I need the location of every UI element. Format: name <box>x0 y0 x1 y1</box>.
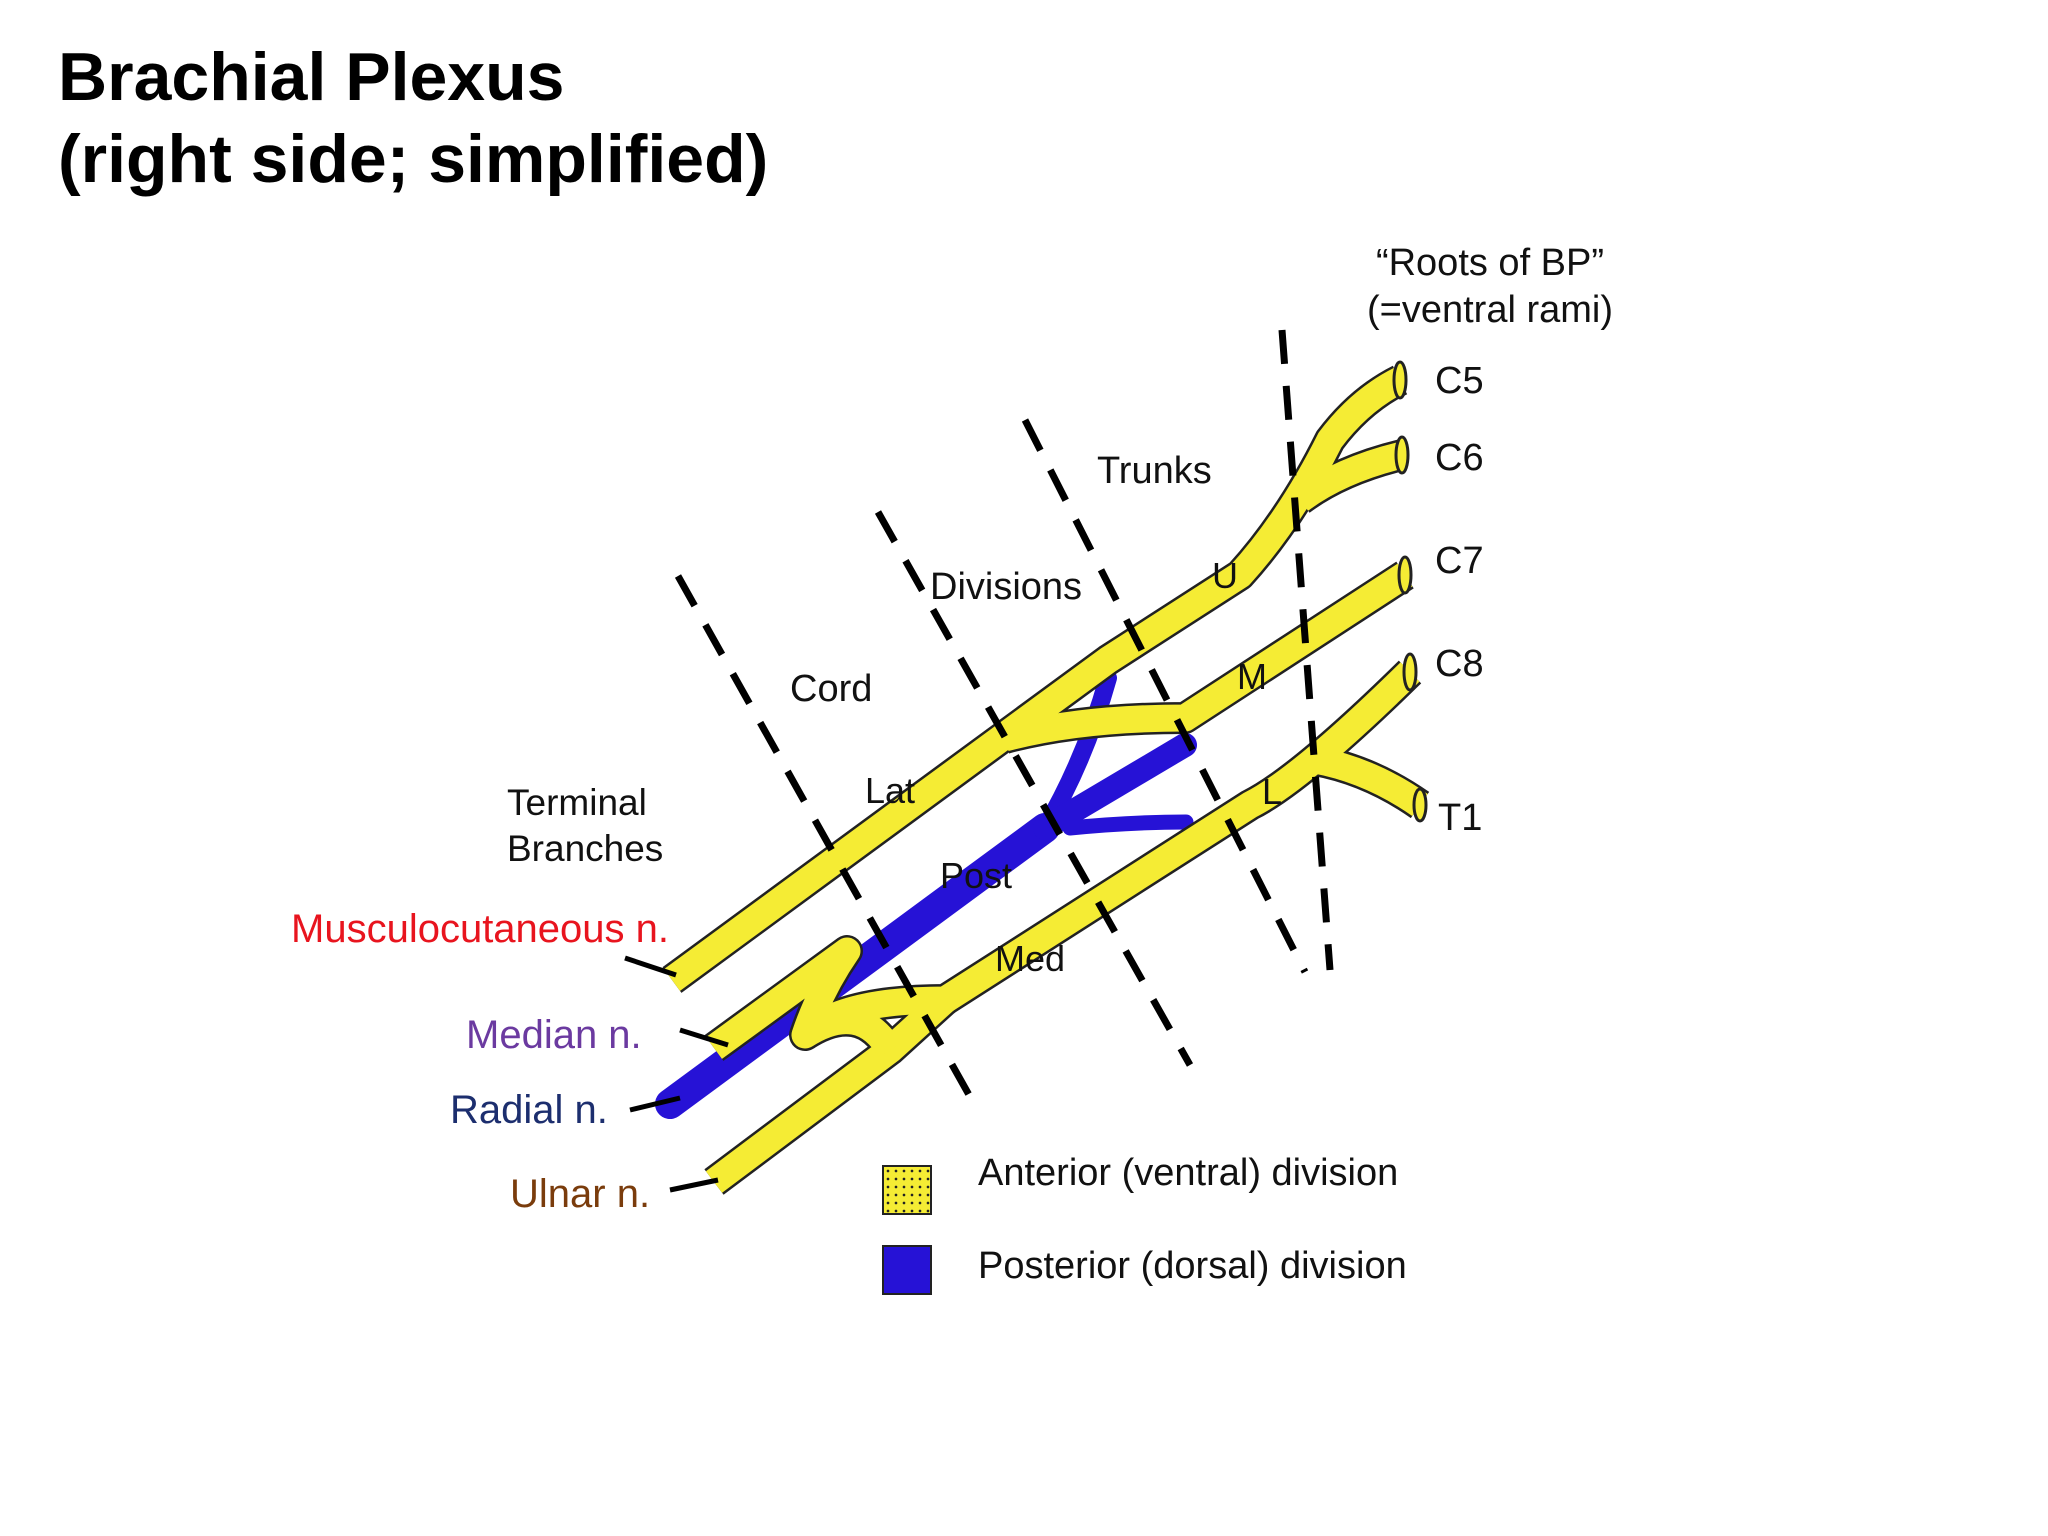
middle-trunk <box>1001 563 1413 752</box>
page-title: Brachial Plexus (right side; simplified) <box>58 36 768 200</box>
blue-posterior-division <box>655 669 1197 1119</box>
cord-label-posterior: Post <box>940 855 1013 896</box>
cord-boundary-line <box>674 574 977 1104</box>
branch-label-median: Median n. <box>466 1013 642 1057</box>
divisions-boundary-line <box>874 510 1194 1067</box>
trunk-label-upper: U <box>1212 555 1238 596</box>
root-label-c6: C6 <box>1435 437 1484 479</box>
branch-label-ulnar: Ulnar n. <box>510 1172 651 1216</box>
roots-header: “Roots of BP” (=ventral rami) <box>1340 240 1640 334</box>
zone-label-terminal-branches: Terminal Branches <box>507 780 663 872</box>
lateral-cord-musculocutaneous <box>664 367 1407 991</box>
branch-label-radial: Radial n. <box>450 1088 608 1132</box>
cord-label-medial: Med <box>995 938 1066 979</box>
branch-label-musculocutaneous: Musculocutaneous n. <box>291 907 670 951</box>
pointer-lines <box>624 955 729 1193</box>
roots-header-line-1: “Roots of BP” <box>1375 242 1605 284</box>
root-label-c5: C5 <box>1435 360 1484 402</box>
yellow-nerves <box>664 367 1428 1193</box>
terminal-line-2: Branches <box>507 828 664 869</box>
legend-anterior-swatch <box>882 1165 932 1215</box>
root-ends <box>1392 360 1428 823</box>
root-label-c7: C7 <box>1435 540 1484 582</box>
title-line-1: Brachial Plexus <box>58 39 565 115</box>
legend-posterior-label: Posterior (dorsal) division <box>978 1245 1407 1287</box>
zone-label-divisions: Divisions <box>930 566 1083 608</box>
cord-label-lateral: Lat <box>865 770 916 811</box>
title-line-2: (right side; simplified) <box>58 121 769 197</box>
zone-label-trunks: Trunks <box>1097 450 1212 492</box>
root-label-t1: T1 <box>1438 797 1483 839</box>
terminal-line-1: Terminal <box>507 782 647 823</box>
posterior-middle-division <box>1033 733 1197 840</box>
trunks-boundary-line <box>1021 418 1309 974</box>
zone-label-cord: Cord <box>790 668 873 710</box>
trunk-label-middle: M <box>1237 656 1267 697</box>
median-nerve-join <box>797 1007 902 1058</box>
roots-boundary-line <box>1278 329 1334 971</box>
c6-root <box>1291 441 1406 511</box>
legend-anterior-label: Anterior (ventral) division <box>978 1152 1399 1194</box>
posterior-lower-division <box>1062 814 1194 836</box>
trunk-label-lower: L <box>1262 771 1283 812</box>
root-label-c8: C8 <box>1435 643 1484 685</box>
posterior-cord-path <box>655 813 1060 1119</box>
roots-header-line-2: (=ventral rami) <box>1367 289 1613 331</box>
t1-root <box>1312 746 1428 817</box>
zone-dashed-lines <box>674 329 1334 1104</box>
legend-posterior-swatch <box>882 1245 932 1295</box>
